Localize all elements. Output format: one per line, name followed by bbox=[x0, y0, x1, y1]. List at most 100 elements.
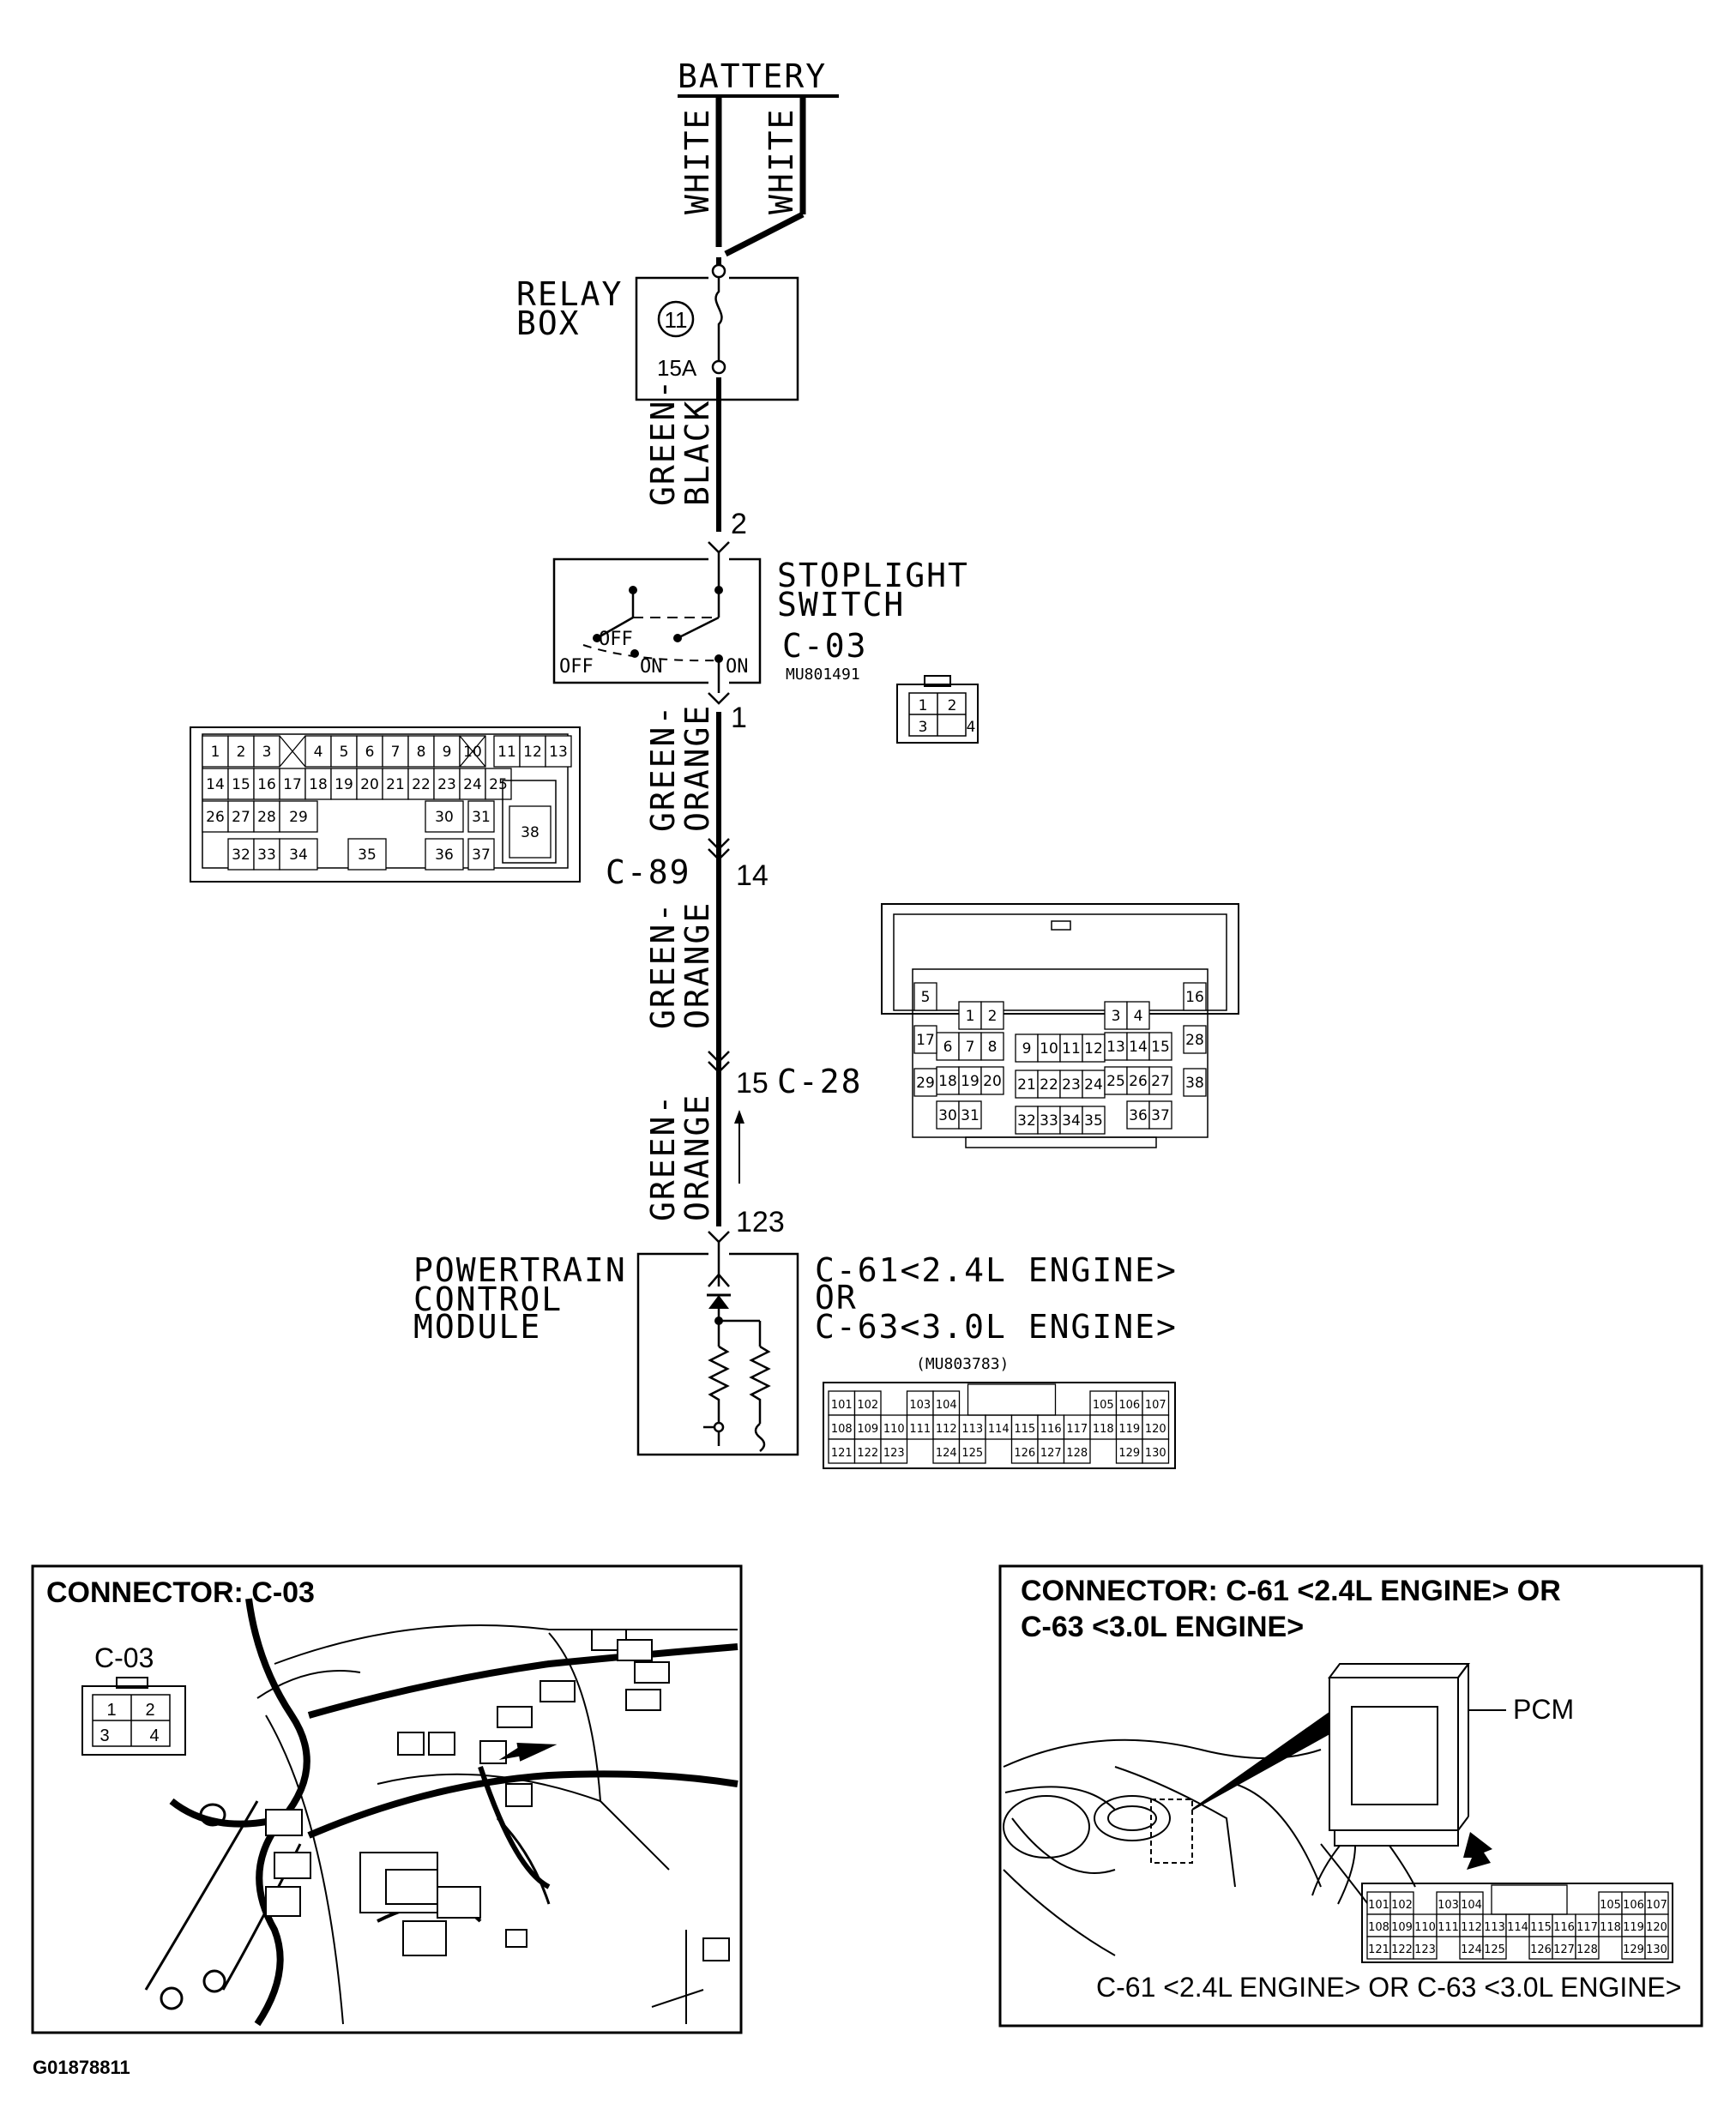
panel2-pin-label: 116 bbox=[1553, 1921, 1575, 1934]
c28-label: C-28 bbox=[777, 1063, 863, 1100]
pcm-cell bbox=[932, 1414, 961, 1440]
pcm-connector-2: C-63<3.0L ENGINE> bbox=[815, 1308, 1178, 1346]
pcm-pin-label: 106 bbox=[1118, 1399, 1140, 1412]
c89-pin-label: 38 bbox=[521, 824, 539, 841]
c28-pin-label: 17 bbox=[916, 1032, 935, 1049]
pcm-cell bbox=[853, 1390, 882, 1416]
c89-pin-label: 5 bbox=[340, 744, 349, 761]
c89-junction: C-89 14 bbox=[606, 838, 769, 892]
pcm-part-number: (MU803783) bbox=[916, 1355, 1009, 1373]
wire-label-go-a-1: GREEN- bbox=[644, 704, 682, 832]
pcm-pin-label: 107 bbox=[1145, 1399, 1166, 1412]
connector-pcm-panel: CONNECTOR: C-61 <2.4L ENGINE> OR C-63 <3… bbox=[998, 1564, 1703, 2028]
c89-pin-label: 19 bbox=[335, 776, 353, 793]
c28-pin-label: 30 bbox=[938, 1107, 957, 1124]
pcm-cell bbox=[906, 1414, 934, 1440]
c28-cell bbox=[1015, 1106, 1039, 1135]
pcm-pin-label: 128 bbox=[1066, 1447, 1088, 1460]
connector-c03-panel: CONNECTOR: C-03 C-03 1 2 3 4 bbox=[31, 1564, 743, 2034]
panel2-pin-label: 113 bbox=[1484, 1921, 1505, 1934]
panel2-cell bbox=[1459, 1891, 1484, 1915]
panel2-cell bbox=[1389, 1891, 1414, 1915]
pcm-pin-label: 125 bbox=[961, 1447, 983, 1460]
c89-cell bbox=[347, 838, 387, 871]
pcm-cell bbox=[1010, 1414, 1039, 1440]
c28-cell bbox=[1015, 1070, 1039, 1099]
pcm-label-3: MODULE bbox=[413, 1308, 541, 1346]
c28-pin-label: 16 bbox=[1185, 989, 1204, 1006]
resistor-icon-1 bbox=[708, 1345, 730, 1424]
c28-cell bbox=[936, 1100, 960, 1130]
dashboard-illustration bbox=[1003, 1663, 1506, 1956]
panel1-pin-3: 3 bbox=[99, 1726, 109, 1745]
c28-pin-label: 4 bbox=[1134, 1008, 1143, 1025]
c28-pin-label: 36 bbox=[1129, 1107, 1148, 1124]
pcm-pin-label: 116 bbox=[1040, 1423, 1062, 1436]
white-wires: WHITE WHITE bbox=[678, 96, 806, 257]
c28-cell bbox=[1015, 1033, 1039, 1063]
c28-junction: 15 C-28 bbox=[708, 1051, 863, 1100]
panel2-cell bbox=[1482, 1936, 1507, 1960]
c89-pin-label: 34 bbox=[289, 847, 308, 864]
panel2-pin-label: 104 bbox=[1461, 1899, 1482, 1912]
c28-pin-label: 13 bbox=[1106, 1039, 1125, 1056]
c89-cell bbox=[253, 800, 280, 833]
c28-cell bbox=[980, 1066, 1004, 1095]
c28-pin-label: 31 bbox=[961, 1107, 980, 1124]
pcm-cell bbox=[1010, 1438, 1039, 1464]
c89-pin-label: 8 bbox=[417, 744, 426, 761]
c89-pin-label: 2 bbox=[237, 744, 246, 761]
fuse-icon bbox=[714, 277, 723, 361]
panel2-pin-label: 109 bbox=[1391, 1921, 1413, 1934]
pcm-pin-label: 110 bbox=[883, 1423, 905, 1436]
c28-pin-label: 8 bbox=[988, 1039, 998, 1056]
panel2-cell bbox=[1482, 1913, 1507, 1937]
c89-pin-label: 22 bbox=[412, 776, 431, 793]
c28-cell bbox=[958, 1001, 982, 1030]
pcm-pin-label: 102 bbox=[857, 1399, 878, 1412]
c28-pin-label: 21 bbox=[1017, 1076, 1036, 1094]
c89-pin-14: 14 bbox=[736, 859, 769, 892]
pcm-pin-label: 121 bbox=[831, 1447, 853, 1460]
pcm-pin-label: 101 bbox=[831, 1399, 853, 1412]
diode-icon bbox=[708, 1295, 729, 1309]
stoplight-label-1: STOPLIGHT bbox=[777, 557, 969, 594]
c28-pin-label: 5 bbox=[921, 989, 931, 1006]
panel2-pin-label: 110 bbox=[1414, 1921, 1436, 1934]
c89-pin-label: 4 bbox=[314, 744, 323, 761]
powertrain-control-module: POWERTRAIN CONTROL MODULE C-61<2.4L ENGI… bbox=[413, 1226, 1178, 1456]
c28-pin-label: 35 bbox=[1084, 1112, 1103, 1130]
c28-pin-label: 27 bbox=[1151, 1073, 1170, 1090]
c03-pin-2: 2 bbox=[948, 697, 957, 714]
c28-cell bbox=[958, 1100, 982, 1130]
stoplight-switch: OFF OFF ON ON STOPLIGHT SWITCH C-03 MU80… bbox=[552, 532, 969, 712]
c28-cell bbox=[1082, 1106, 1106, 1135]
c28-cell bbox=[1104, 1001, 1128, 1030]
c28-pin-label: 15 bbox=[1151, 1039, 1170, 1056]
pcm-pin-label: 129 bbox=[1118, 1447, 1140, 1460]
pcm-pin-label: 103 bbox=[909, 1399, 931, 1412]
c89-blank-cell bbox=[459, 735, 486, 768]
panel2-pin-label: 112 bbox=[1461, 1921, 1482, 1934]
c89-blank-cell bbox=[279, 735, 306, 768]
panel2-pin-label: 103 bbox=[1438, 1899, 1459, 1912]
c89-pin-label: 17 bbox=[283, 776, 302, 793]
c89-cell bbox=[509, 805, 552, 859]
panel2-pin-label: 121 bbox=[1368, 1943, 1389, 1956]
pcm-pin-label: 120 bbox=[1145, 1423, 1166, 1436]
panel2-pin-label: 114 bbox=[1507, 1921, 1528, 1934]
panel2-pin-label: 101 bbox=[1368, 1899, 1389, 1912]
panel2-cell bbox=[1598, 1913, 1623, 1937]
c28-pin-label: 7 bbox=[966, 1039, 975, 1056]
pcm-connector-1: C-61<2.4L ENGINE> bbox=[815, 1251, 1178, 1289]
panel2-pin-label: 106 bbox=[1623, 1899, 1644, 1912]
pcm-label-1: POWERTRAIN bbox=[413, 1251, 627, 1289]
pcm-connector-or: OR bbox=[815, 1279, 858, 1317]
c28-pin-label: 29 bbox=[916, 1075, 935, 1092]
wire-label-go-a-2: ORANGE bbox=[678, 704, 716, 832]
c89-cell bbox=[202, 735, 229, 768]
pcm-pin-123: 123 bbox=[736, 1206, 785, 1238]
pcm-pin-label: 123 bbox=[883, 1447, 905, 1460]
c28-cell bbox=[980, 1032, 1004, 1061]
